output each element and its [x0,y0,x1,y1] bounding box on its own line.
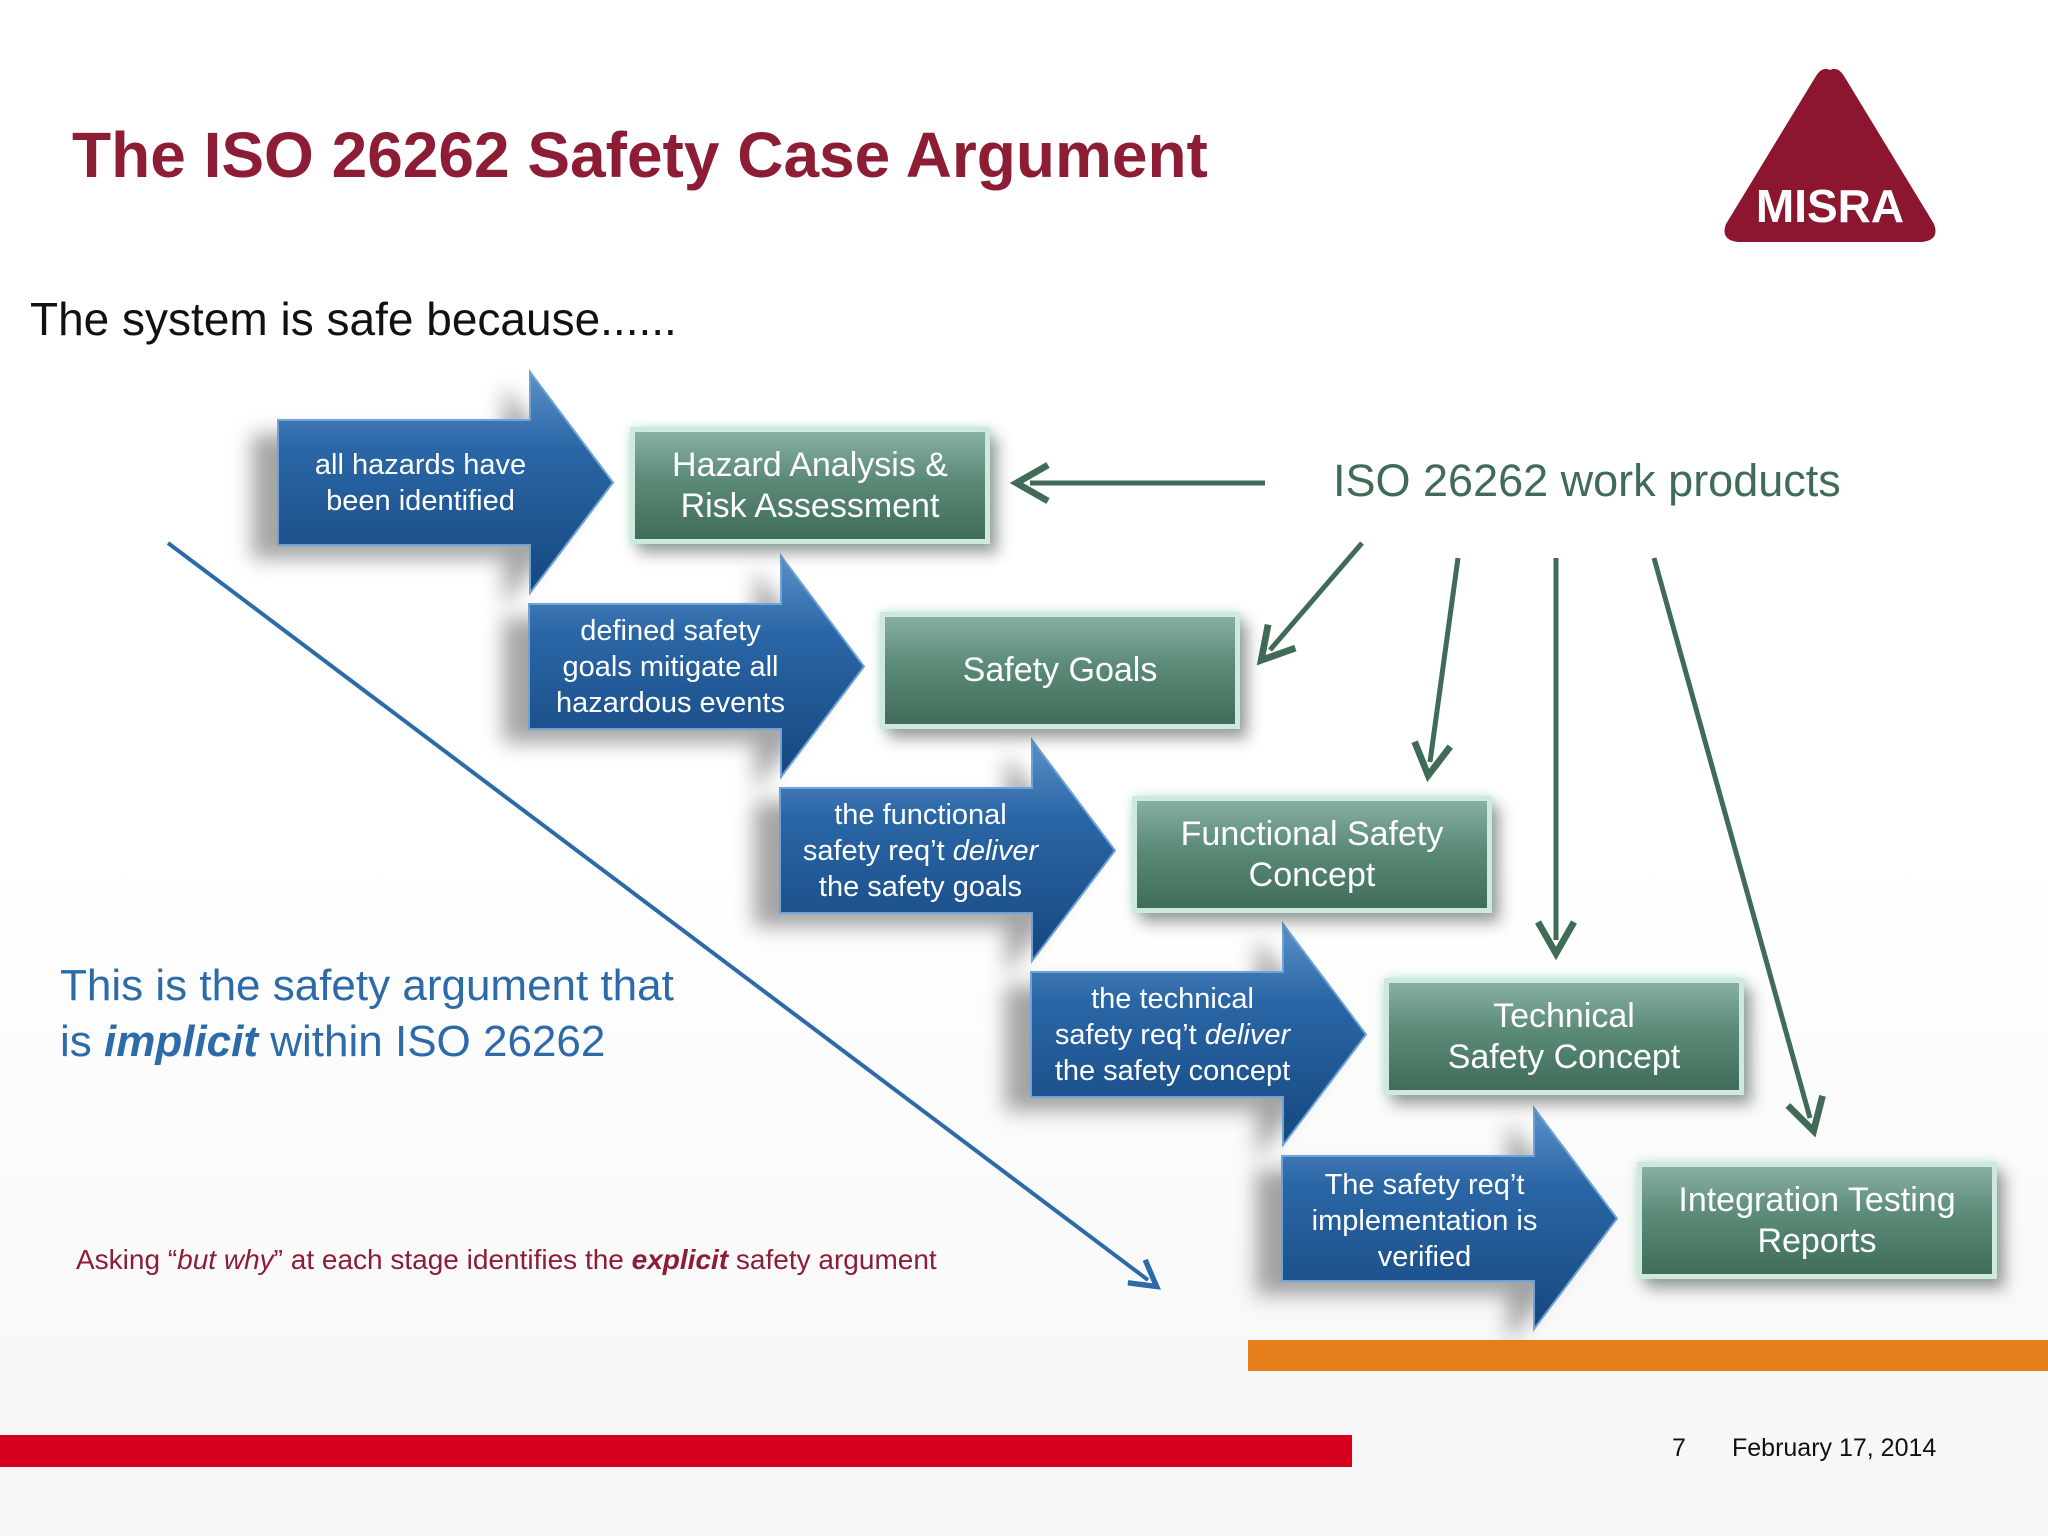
red-footer-bar [0,1435,1352,1467]
misra-logo: MISRA [1724,68,1936,242]
page-number: 7 [1672,1434,1686,1462]
connector-to-functional-safety-concept [1411,557,1461,783]
work-products-label: ISO 26262 work products [1333,455,1841,506]
asking-note: Asking “but why” at each stage identifie… [76,1244,937,1275]
explicit-emphasis: explicit [631,1244,729,1275]
work-product-hazard-analysis: Hazard Analysis &Risk Assessment [630,427,990,544]
work-product-safety-goals: Safety Goals [880,612,1240,729]
implicit-argument-note: This is the safety argument that is impl… [60,961,674,1066]
slide-title: The ISO 26262 Safety Case Argument [72,119,1208,191]
orange-accent-bar [1248,1340,2048,1371]
implicit-emphasis: implicit [104,1017,259,1066]
subtitle: The system is safe because...... [30,293,677,345]
connector-to-safety-goals [1256,541,1364,666]
footer-date: February 17, 2014 [1732,1434,1937,1462]
logo-text: MISRA [1756,180,1904,232]
